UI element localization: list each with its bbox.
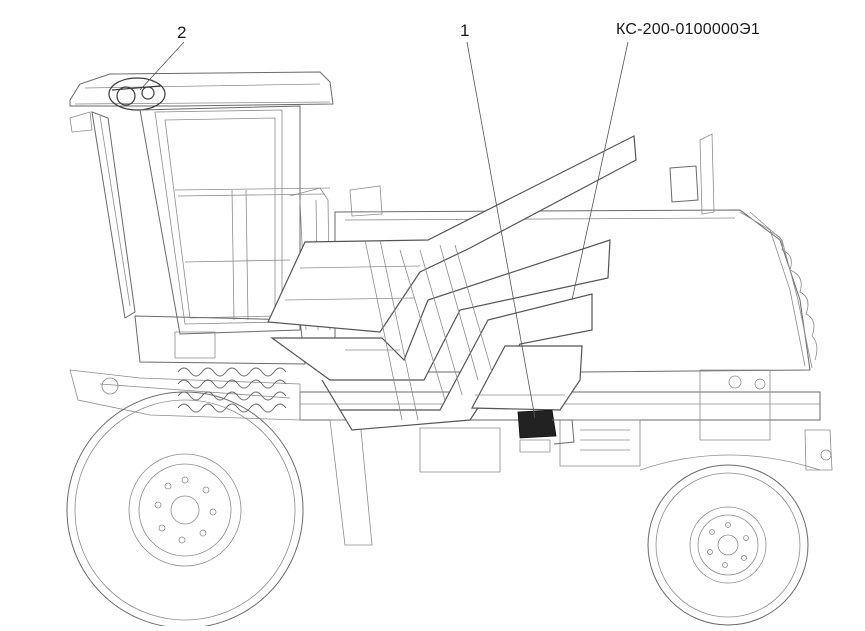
leader-2 <box>139 41 185 91</box>
roof-light-unit <box>108 77 166 111</box>
callout-label-1: 1 <box>460 21 470 40</box>
front-assembly <box>69 367 373 546</box>
decal-bottom <box>471 345 583 411</box>
decal-lower <box>321 293 593 431</box>
component-1 <box>517 409 575 453</box>
decal-upper <box>267 135 637 333</box>
decal-set <box>267 135 637 431</box>
rear-wheel <box>639 454 821 626</box>
decal-middle <box>270 239 611 381</box>
part-code-label: КС-200-0100000Э1 <box>616 21 760 38</box>
leader-code <box>571 41 629 301</box>
callout-label-2: 2 <box>177 23 187 42</box>
leader-lines <box>139 41 629 419</box>
leader-1 <box>466 41 536 419</box>
front-wheel <box>66 391 304 629</box>
